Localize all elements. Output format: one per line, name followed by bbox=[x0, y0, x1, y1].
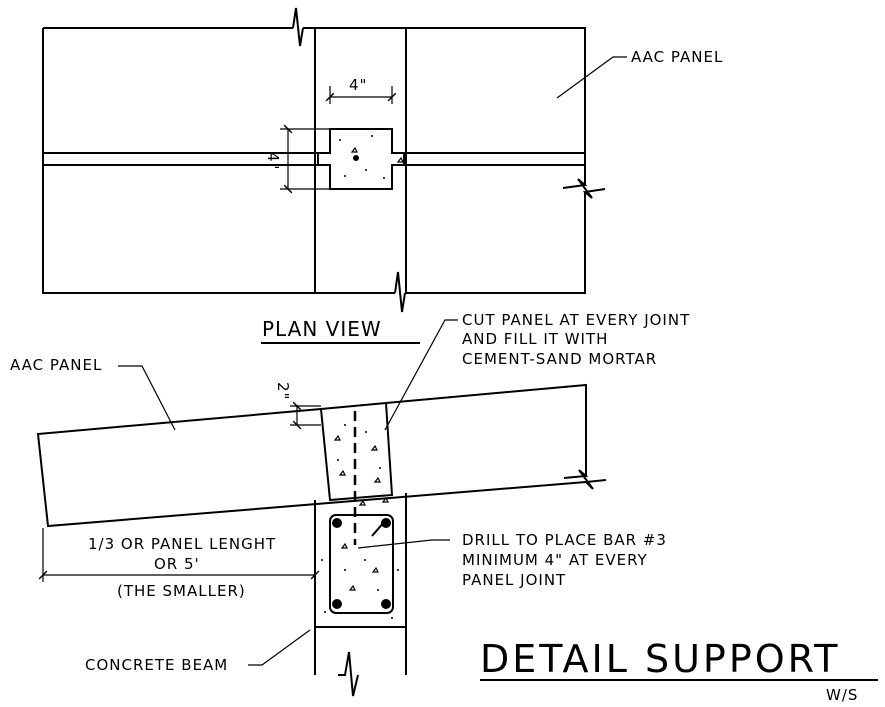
plan-panel-outline bbox=[42, 27, 586, 294]
plan-top-break-mark bbox=[292, 7, 304, 47]
detail-scale-text: W/S bbox=[826, 686, 858, 704]
detail-rebar-top-right bbox=[381, 518, 391, 528]
detail-beam-stirrup bbox=[329, 514, 394, 614]
detail-cut-note-line-3: CEMENT-SAND MORTAR bbox=[462, 350, 657, 368]
detail-support-title: DETAIL SUPPORT bbox=[480, 637, 841, 681]
plan-dimension-vertical: 4" bbox=[264, 124, 330, 194]
detail-mortar-joint bbox=[319, 401, 394, 502]
detail-beam-outline bbox=[314, 493, 407, 675]
detail-mortar-specks bbox=[333, 424, 381, 483]
detail-panel-leader bbox=[118, 365, 176, 431]
detail-beam-label: CONCRETE BEAM bbox=[85, 656, 228, 674]
detail-panel-label: AAC PANEL bbox=[10, 356, 102, 374]
plan-panel-label: AAC PANEL bbox=[631, 48, 723, 66]
plan-view: 4" 4" AAC PANEL PLAN VIEW bbox=[42, 7, 723, 344]
detail-dimension-offset: 2" bbox=[274, 382, 321, 430]
detail-cut-leader bbox=[384, 319, 458, 431]
detail-dim-offset-text: 2" bbox=[274, 382, 292, 400]
plan-dim-vertical-text: 4" bbox=[264, 152, 282, 170]
detail-panel-outline bbox=[36, 383, 587, 528]
plan-dim-horizontal-text: 4" bbox=[349, 76, 367, 94]
detail-panel-break-mark bbox=[563, 469, 607, 490]
detail-bearing-note-line-2: OR 5' bbox=[154, 555, 200, 573]
plan-dimension-horizontal: 4" bbox=[325, 76, 397, 104]
detail-rebar-bottom-right bbox=[381, 599, 391, 609]
plan-grout-pocket bbox=[317, 128, 405, 190]
detail-stirrup-specks bbox=[340, 542, 379, 591]
detail-drill-note-line-3: PANEL JOINT bbox=[462, 571, 566, 589]
detail-view: 2" AAC PANEL bbox=[10, 311, 878, 704]
plan-concrete-specks bbox=[339, 135, 404, 179]
plan-bottom-break-mark bbox=[394, 271, 406, 313]
detail-drill-note-line-2: MINIMUM 4" AT EVERY bbox=[462, 551, 648, 569]
detail-beam-specks bbox=[321, 496, 399, 619]
detail-rebar-top-left bbox=[332, 518, 342, 528]
detail-drill-note-line-1: DRILL TO PLACE BAR #3 bbox=[462, 531, 667, 549]
detail-cut-note-line-1: CUT PANEL AT EVERY JOINT bbox=[462, 311, 690, 329]
detail-drill-leader bbox=[357, 539, 450, 549]
detail-rebar-bottom-left bbox=[332, 599, 342, 609]
detail-bearing-note-line-3: (THE SMALLER) bbox=[117, 582, 246, 600]
detail-beam-leader bbox=[248, 629, 311, 666]
plan-panel-leader bbox=[556, 56, 627, 99]
detail-bearing-note-line-1: 1/3 OR PANEL LENGHT bbox=[88, 535, 276, 553]
plan-rebar-dot bbox=[353, 155, 359, 161]
plan-view-title: PLAN VIEW bbox=[262, 317, 382, 341]
detail-beam-break-mark bbox=[338, 651, 359, 697]
plan-right-break-mark bbox=[562, 178, 606, 199]
detail-bearing-dimension: 1/3 OR PANEL LENGHT OR 5' (THE SMALLER) bbox=[38, 528, 320, 600]
plan-joint-line bbox=[43, 152, 585, 166]
detail-cut-note-line-2: AND FILL IT WITH bbox=[462, 330, 608, 348]
